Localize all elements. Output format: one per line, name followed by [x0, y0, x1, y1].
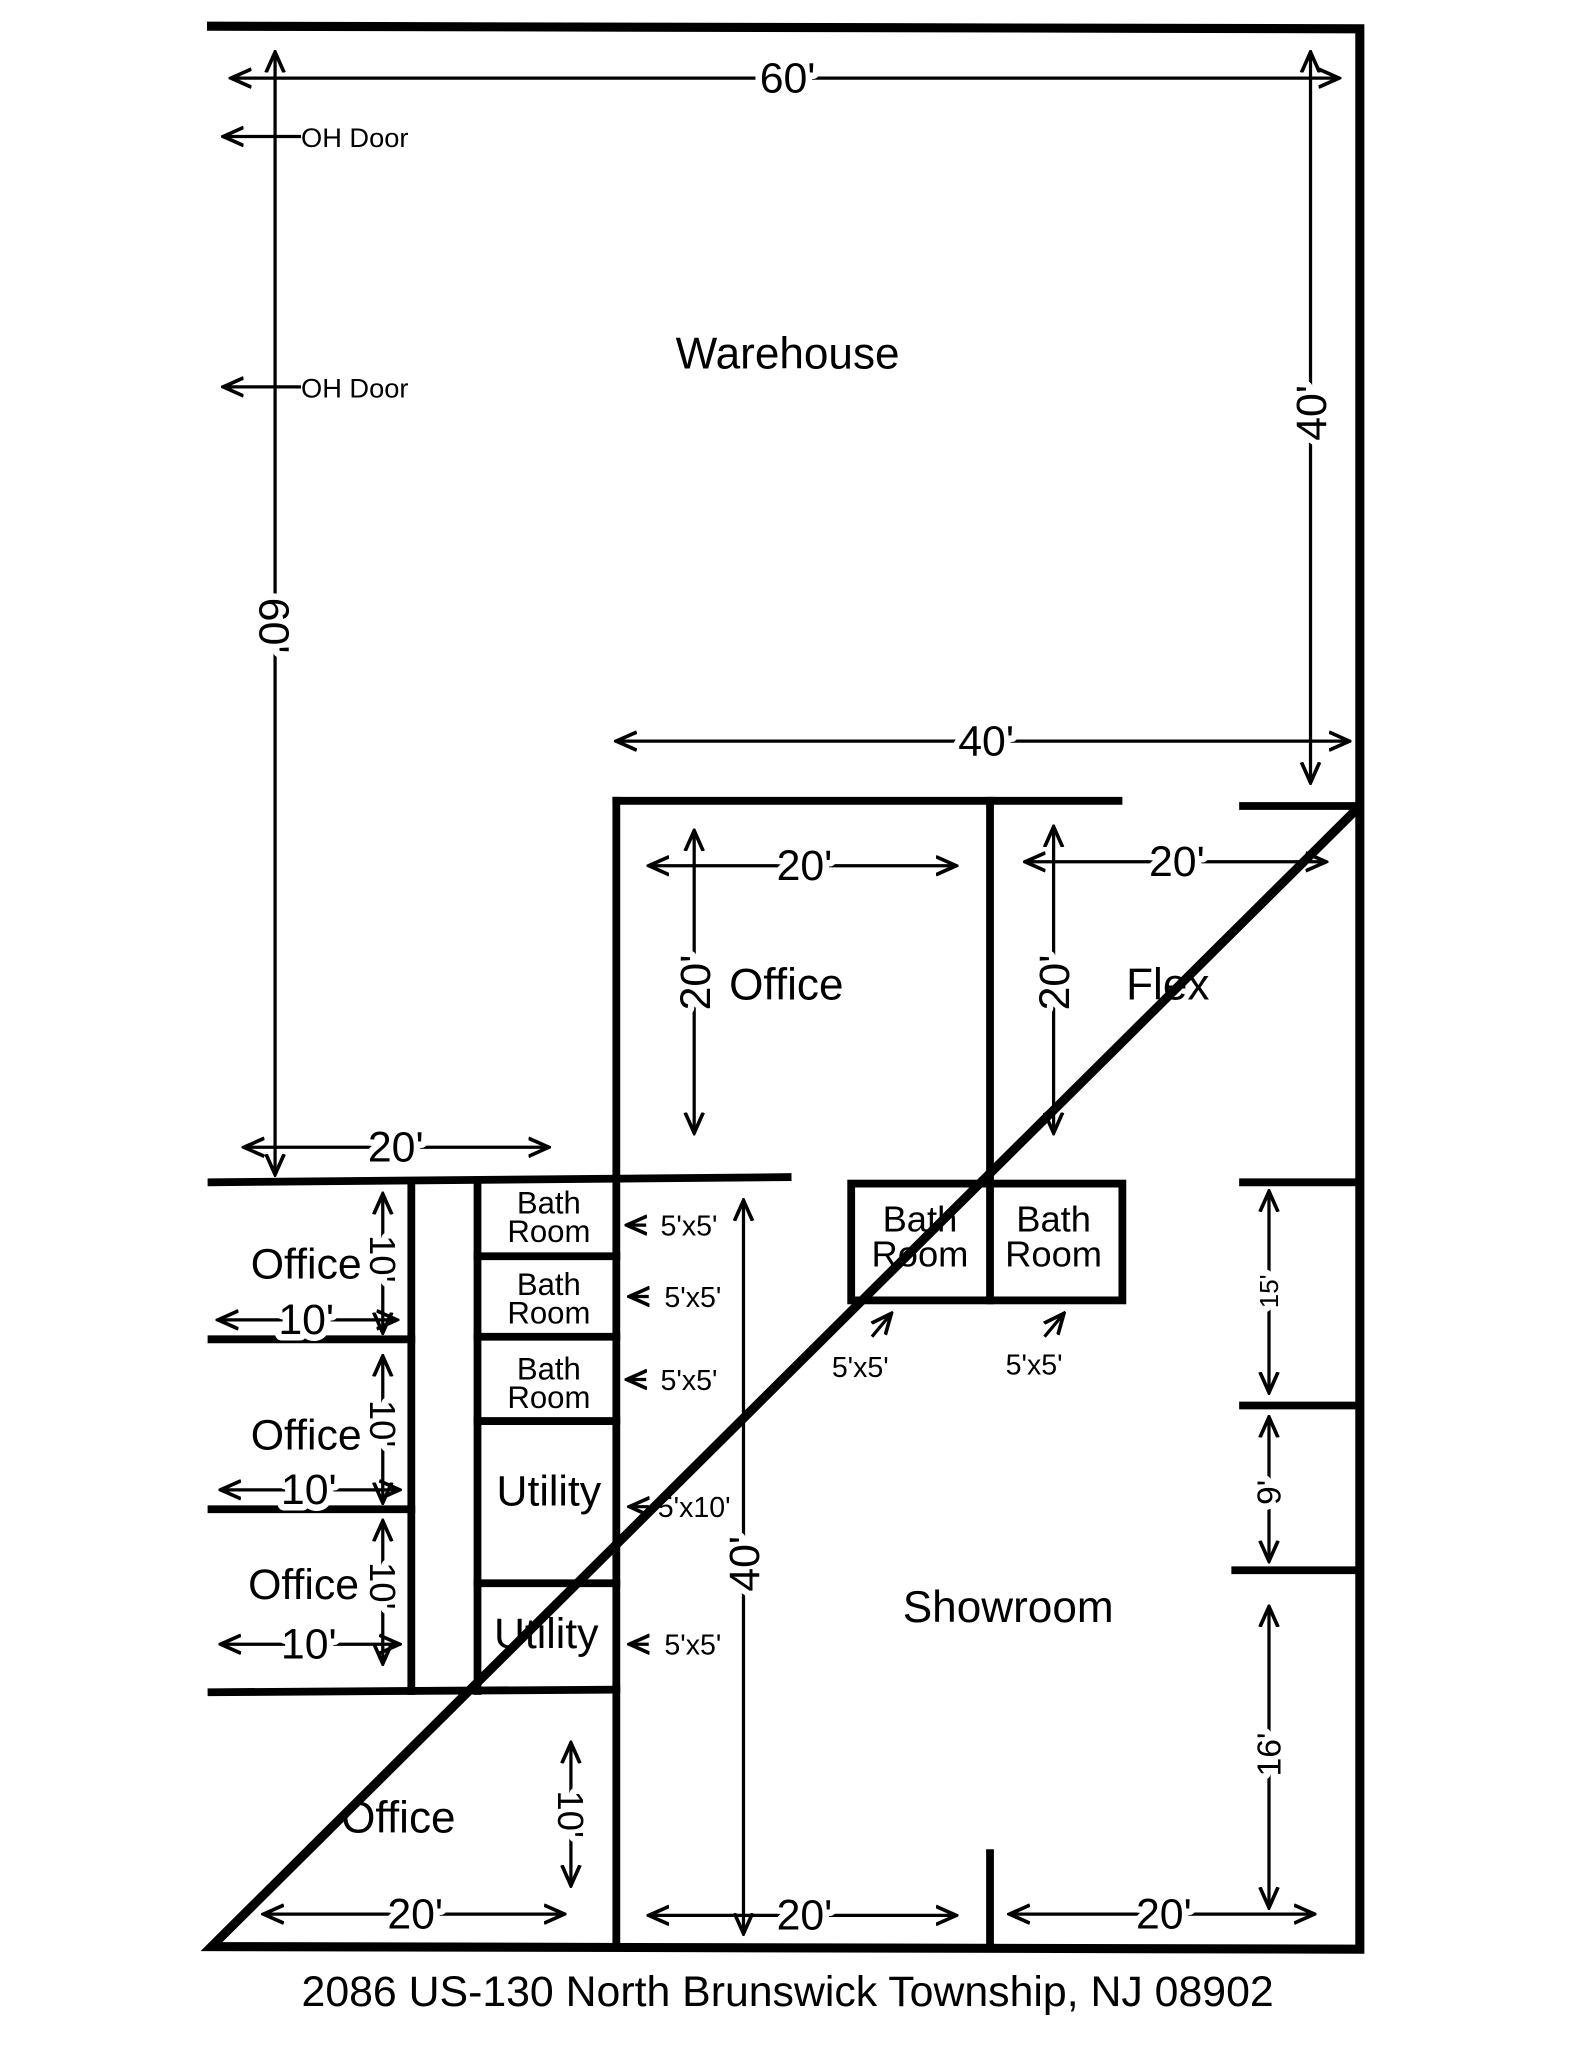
room-office-bottom: Office — [341, 1793, 455, 1842]
room-bath-2: Bath — [517, 1267, 581, 1302]
dim-left-block-width: 20' — [368, 1124, 424, 1172]
dim-small-office-1-height: 10' — [362, 1235, 403, 1282]
dim-showroom-height: 40' — [721, 1536, 769, 1592]
room-bath-5: Room — [1005, 1234, 1102, 1275]
dim-small-office-2-width: 10' — [281, 1466, 337, 1514]
dim-bath-5-size: 5'x5' — [1006, 1349, 1063, 1381]
dim-showroom-right-width: 20' — [1136, 1890, 1192, 1938]
room-bath-4: Room — [872, 1234, 969, 1275]
dim-right-seg-2: 9' — [1251, 1480, 1289, 1505]
room-warehouse: Warehouse — [676, 330, 900, 379]
room-bath-2: Room — [507, 1296, 590, 1331]
dim-bath-3-size: 5'x5' — [661, 1365, 718, 1397]
room-bath-3: Room — [507, 1380, 590, 1415]
room-labels: Warehouse Office Flex Office Office Offi… — [248, 330, 1209, 1843]
dim-small-office-3-height: 10' — [362, 1562, 403, 1609]
annotations: OH Door OH Door — [301, 122, 408, 403]
room-showroom: Showroom — [903, 1583, 1114, 1632]
dim-bottom-office-width: 20' — [387, 1890, 443, 1938]
dim-right-seg-3: 16' — [1251, 1733, 1289, 1777]
dim-office-height: 20' — [672, 955, 720, 1011]
dim-left-height: 60' — [250, 598, 298, 654]
dim-warehouse-inner-width: 40' — [958, 717, 1014, 765]
walls — [200, 21, 1365, 1954]
room-bath-5: Bath — [1016, 1199, 1091, 1240]
dim-bath-2-size: 5'x5' — [664, 1282, 721, 1314]
dim-utility-1-size: 5'x10' — [658, 1492, 731, 1524]
dim-right-seg-1: 15' — [1256, 1274, 1284, 1308]
dim-flex-height: 20' — [1031, 955, 1079, 1011]
dim-office-width: 20' — [777, 842, 833, 890]
dim-showroom-left-width: 20' — [777, 1892, 833, 1940]
room-utility-1: Utility — [497, 1467, 602, 1515]
room-office-small-2: Office — [251, 1412, 362, 1460]
room-bath-3: Bath — [517, 1352, 581, 1387]
oh-door-label: OH Door — [301, 372, 408, 403]
room-bath-4: Bath — [883, 1199, 958, 1240]
dim-small-office-3-width: 10' — [281, 1620, 337, 1668]
room-utility-2: Utility — [494, 1610, 599, 1658]
dim-flex-width: 20' — [1149, 838, 1205, 886]
dim-bottom-office-height: 10' — [550, 1791, 591, 1838]
oh-door-label: OH Door — [301, 122, 408, 153]
dim-small-office-1-width: 10' — [278, 1296, 334, 1344]
dim-bath-1-size: 5'x5' — [661, 1210, 718, 1242]
room-flex: Flex — [1126, 960, 1209, 1009]
dim-bath-4-size: 5'x5' — [832, 1352, 889, 1384]
dim-small-office-2-height: 10' — [362, 1400, 403, 1447]
dim-warehouse-right-height: 40' — [1288, 385, 1336, 441]
room-office-small-3: Office — [248, 1561, 359, 1609]
dim-top-width: 60' — [760, 54, 816, 102]
room-office-main: Office — [729, 960, 843, 1009]
room-office-small-1: Office — [251, 1240, 362, 1288]
dimension-labels: 60' 60' 40' 40' 20' 20' 20' 20' 20' 10' … — [243, 48, 1343, 1946]
address-caption: 2086 US-130 North Brunswick Township, NJ… — [302, 1968, 1274, 2016]
dim-utility-2-size: 5'x5' — [664, 1630, 721, 1662]
room-bath-1: Bath — [517, 1185, 581, 1220]
dimension-lines — [218, 52, 1349, 1933]
room-bath-1: Room — [507, 1214, 590, 1249]
